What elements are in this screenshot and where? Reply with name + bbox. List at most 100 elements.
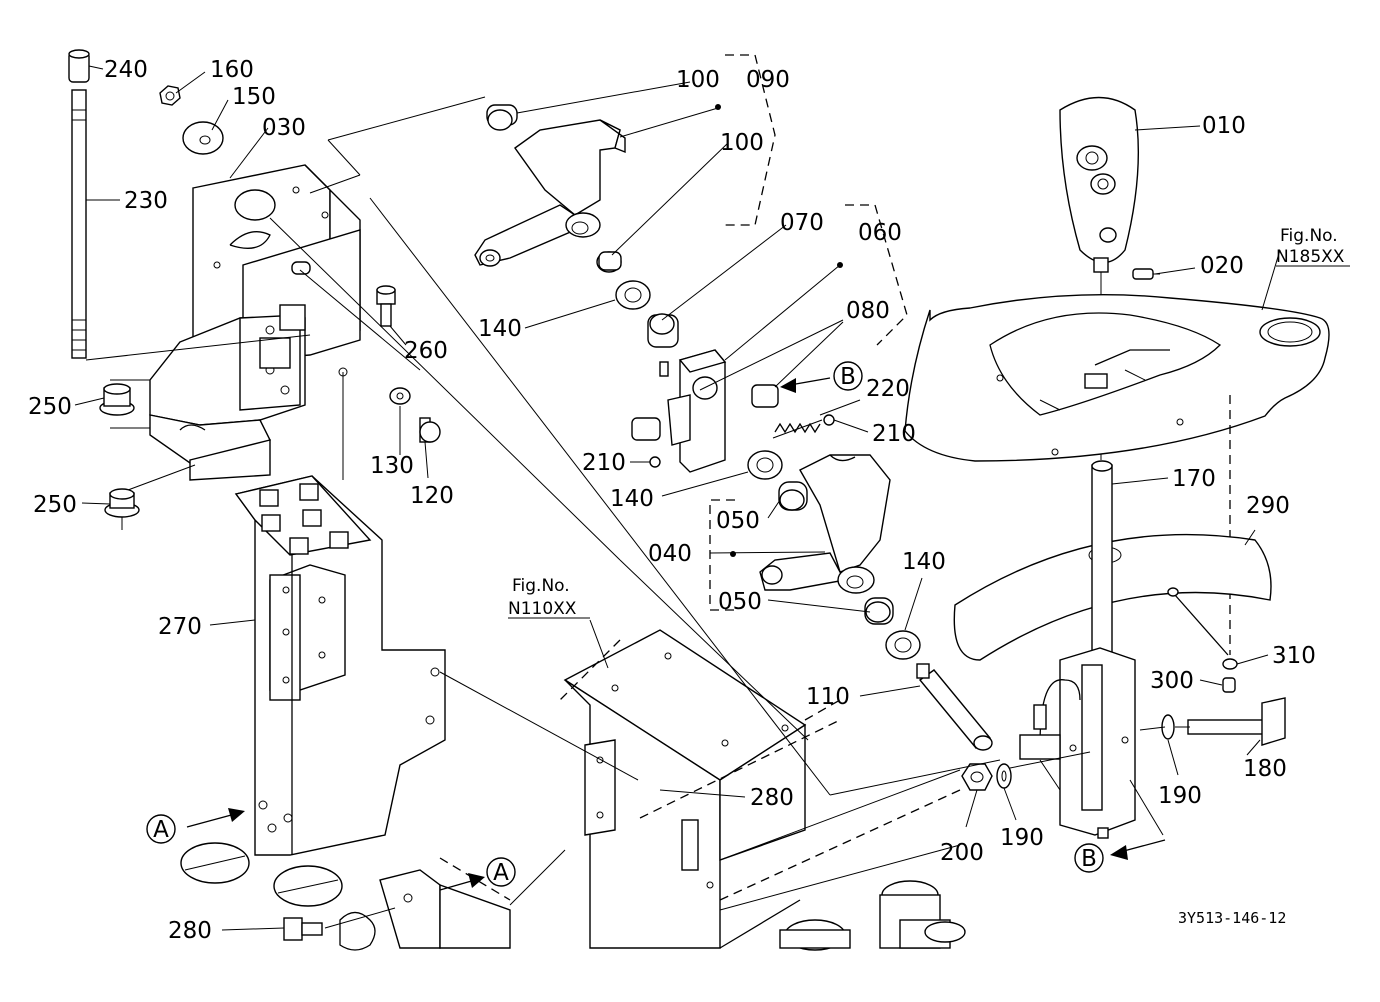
label-220: 220	[866, 376, 910, 402]
label-160: 160	[210, 57, 254, 83]
label-260: 260	[404, 338, 448, 364]
label-290: 290	[1246, 493, 1290, 519]
label-190b: 190	[1000, 825, 1044, 851]
washer-190b	[996, 763, 1012, 789]
nut-160	[159, 85, 181, 106]
label-120: 120	[410, 483, 454, 509]
marker-a2-circle	[486, 857, 516, 887]
bushing-070	[647, 313, 679, 348]
fig-ref-n185-title: Fig.No.	[1280, 226, 1338, 246]
fig-ref-n185-code: N185XX	[1276, 247, 1345, 267]
marker-a1: A	[153, 817, 169, 843]
bushing-050b	[864, 597, 894, 625]
shaft-110	[916, 663, 993, 751]
label-310: 310	[1272, 643, 1316, 669]
bolt-120	[419, 417, 441, 443]
marker-b2: B	[1081, 846, 1097, 872]
bracket-030	[149, 164, 361, 481]
marker-b1: B	[840, 364, 856, 390]
label-140c: 140	[902, 549, 946, 575]
arrow-b2	[1110, 839, 1166, 860]
group-bracket-060	[845, 204, 908, 346]
leader-lines	[74, 65, 1281, 931]
marker-a2: A	[493, 860, 509, 886]
alignment-lines	[85, 96, 1190, 929]
washer-310	[1222, 658, 1238, 670]
lever-040	[759, 454, 891, 594]
tube-170	[1091, 460, 1113, 666]
base-floor-cutouts	[180, 842, 511, 951]
label-090: 090	[746, 67, 790, 93]
label-210a: 210	[582, 450, 626, 476]
bushing-100a	[486, 104, 518, 131]
washer-150	[182, 121, 224, 155]
label-030: 030	[262, 115, 306, 141]
label-270: 270	[158, 614, 202, 640]
label-140a: 140	[478, 316, 522, 342]
label-210b: 210	[872, 421, 916, 447]
bolt-180	[1187, 697, 1286, 746]
fig-ref-n110-title: Fig.No.	[512, 576, 570, 596]
label-250b: 250	[33, 492, 77, 518]
flange-nut-250a	[99, 383, 135, 416]
label-100b: 100	[720, 130, 764, 156]
bushing-100b	[596, 251, 622, 273]
pedestal-270	[234, 475, 446, 856]
holder-bracket	[1059, 647, 1136, 839]
flange-nut-250b	[104, 488, 140, 530]
label-020: 020	[1200, 253, 1244, 279]
label-150: 150	[232, 84, 276, 110]
washer-130	[389, 387, 411, 405]
label-060: 060	[858, 220, 902, 246]
marker-b1-circle	[833, 361, 863, 391]
drawing-code: 3Y513-146-12	[1178, 909, 1286, 927]
label-280a: 280	[750, 785, 794, 811]
cap-240	[68, 49, 90, 83]
label-300: 300	[1150, 668, 1194, 694]
label-170: 170	[1172, 466, 1216, 492]
label-230: 230	[124, 188, 168, 214]
knob-010	[1059, 96, 1140, 460]
pin-080	[631, 384, 779, 441]
washer-140c	[885, 630, 921, 660]
joint-060	[659, 349, 727, 473]
label-280b: 280	[168, 918, 212, 944]
label-050a: 050	[716, 508, 760, 534]
label-200: 200	[940, 840, 984, 866]
screw-300	[1222, 677, 1236, 693]
group-bracket-040	[709, 499, 735, 611]
label-050b: 050	[718, 589, 762, 615]
bolt-260	[376, 285, 396, 327]
label-190a: 190	[1158, 783, 1202, 809]
marker-a1-circle	[146, 814, 176, 844]
arrow-b1	[780, 377, 831, 393]
lever-090	[474, 119, 626, 267]
fig-ref-n110-code: N110XX	[508, 599, 577, 619]
washer-140b	[747, 450, 783, 480]
group-bracket-090	[725, 54, 776, 226]
label-180: 180	[1243, 756, 1287, 782]
washer-140a	[615, 280, 651, 310]
console-n185xx	[904, 293, 1330, 655]
spring-220	[772, 419, 823, 439]
label-140b: 140	[610, 486, 654, 512]
label-070: 070	[780, 210, 824, 236]
label-130: 130	[370, 453, 414, 479]
rod-230	[71, 89, 87, 359]
arrow-a2	[439, 873, 485, 891]
label-110: 110	[806, 684, 850, 710]
label-240: 240	[104, 57, 148, 83]
label-080: 080	[846, 298, 890, 324]
wire-switch	[1019, 679, 1081, 760]
label-010: 010	[1202, 113, 1246, 139]
nut-200	[961, 763, 993, 791]
arrow-a1	[186, 808, 245, 828]
label-100a: 100	[676, 67, 720, 93]
label-250a: 250	[28, 394, 72, 420]
rod-link	[1167, 587, 1229, 656]
marker-b2-circle	[1074, 843, 1104, 873]
label-040: 040	[648, 541, 692, 567]
bushing-050a	[778, 481, 808, 511]
frame-n110xx	[563, 629, 966, 951]
